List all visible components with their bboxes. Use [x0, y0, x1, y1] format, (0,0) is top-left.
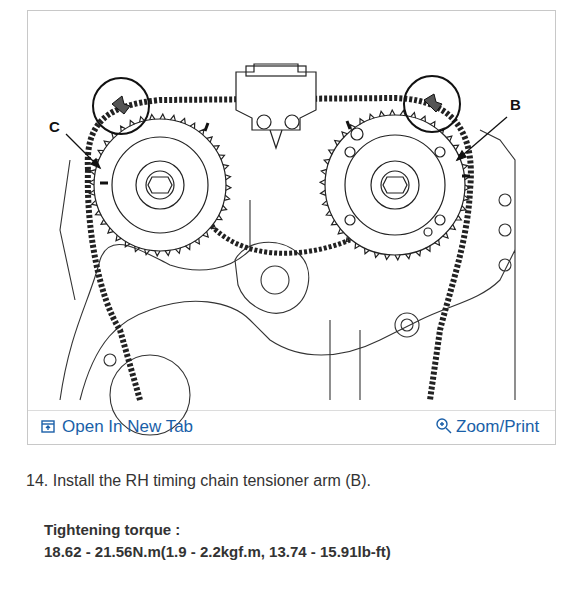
chain-tensioner	[236, 64, 316, 148]
toolbar-link: Open In New Tab	[62, 417, 193, 437]
sprocket-teeth	[320, 110, 470, 260]
callout-circles	[93, 76, 460, 134]
torque-value: 18.62 - 21.56N.m(1.9 - 2.2kgf.m, 13.74 -…	[44, 543, 391, 560]
callout-letter: B	[508, 96, 523, 113]
callout-letter: C	[47, 118, 62, 135]
toolbar-link: Zoom/Print	[456, 417, 539, 437]
leader-lines	[66, 117, 507, 168]
timing-chain	[88, 98, 471, 400]
camshaft-sprockets	[89, 110, 470, 260]
figure-frame	[28, 11, 556, 445]
step-instruction: 14. Install the RH timing chain tensione…	[26, 472, 371, 490]
sprocket-teeth	[89, 114, 231, 256]
torque-heading: Tightening torque :	[44, 521, 180, 538]
toolbar-divider	[28, 410, 555, 411]
